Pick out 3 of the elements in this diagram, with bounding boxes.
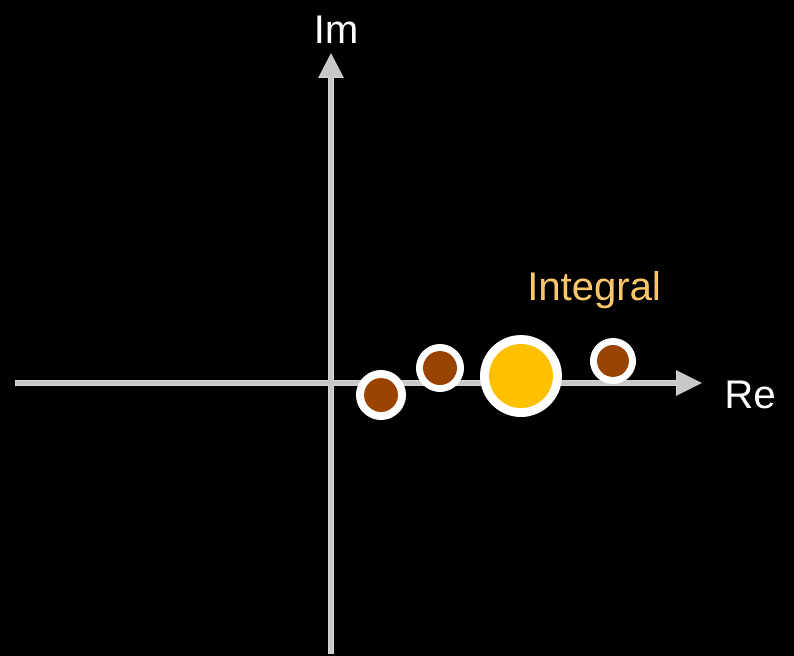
axis-label: Im [314, 10, 358, 50]
axis-label: Re [724, 375, 776, 415]
axis-label: Integral [527, 267, 661, 307]
